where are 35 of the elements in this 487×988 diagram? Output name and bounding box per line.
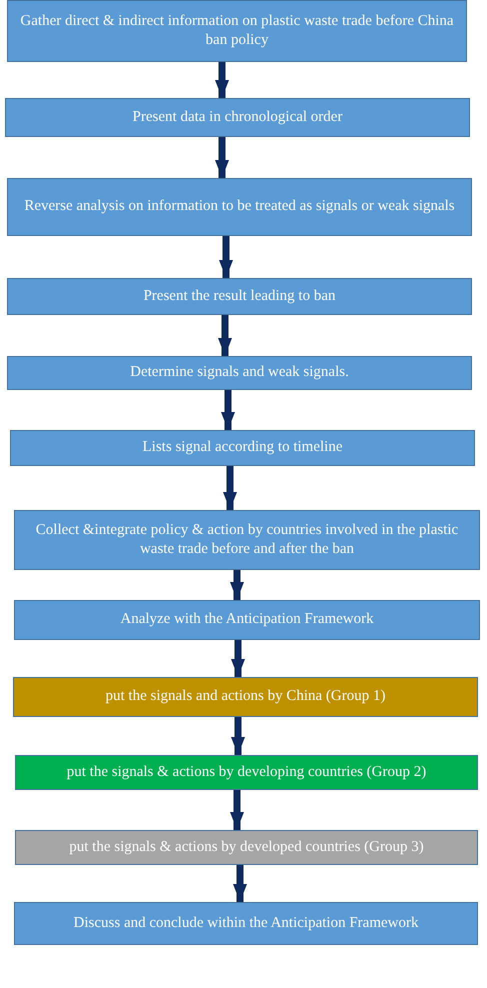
- arrow: [219, 236, 233, 278]
- step-text: Analyze with the Anticipation Framework: [120, 610, 374, 630]
- process-box: [13, 677, 478, 717]
- process-box: [15, 830, 478, 865]
- step-text: Discuss and conclude within the Anticipation Framework: [74, 914, 418, 933]
- step-text: put the signals & actions by developing countries (Group 2): [66, 762, 426, 782]
- step-text: Present the result leading to ban: [143, 286, 336, 306]
- arrow: [231, 717, 245, 755]
- arrow: [221, 390, 235, 430]
- process-box: [14, 600, 480, 640]
- arrow: [223, 466, 237, 510]
- arrow: [230, 570, 244, 600]
- step-text: Gather direct & indirect information on plastic waste trade before China ban policy: [19, 12, 455, 50]
- step-text: Determine signals and weak signals.: [130, 363, 349, 382]
- arrow: [215, 62, 229, 98]
- step-text: put the signals & actions by developed countries (Group 3): [69, 838, 424, 857]
- process-box: [7, 356, 472, 390]
- arrow: [231, 640, 245, 677]
- arrow: [230, 790, 244, 830]
- process-box: [14, 510, 480, 570]
- process-box: [14, 902, 478, 945]
- process-box: [7, 178, 472, 236]
- step-text: Collect &integrate policy & action by countries involved in the plastic waste trade before and after the ban: [34, 520, 460, 559]
- step-text: Reverse analysis on information to be treated as signals or weak signals: [24, 197, 455, 216]
- process-box: [10, 430, 475, 466]
- arrow: [233, 865, 247, 902]
- process-box: [5, 98, 470, 137]
- step-text: put the signals and actions by China (Group 1): [106, 687, 386, 706]
- step-text: Lists signal according to timeline: [142, 438, 342, 458]
- process-box: [7, 0, 467, 62]
- arrow: [215, 137, 229, 178]
- step-text: Present data in chronological order: [132, 108, 342, 127]
- arrow: [218, 315, 232, 356]
- process-box: [7, 278, 472, 315]
- process-box: [15, 755, 478, 790]
